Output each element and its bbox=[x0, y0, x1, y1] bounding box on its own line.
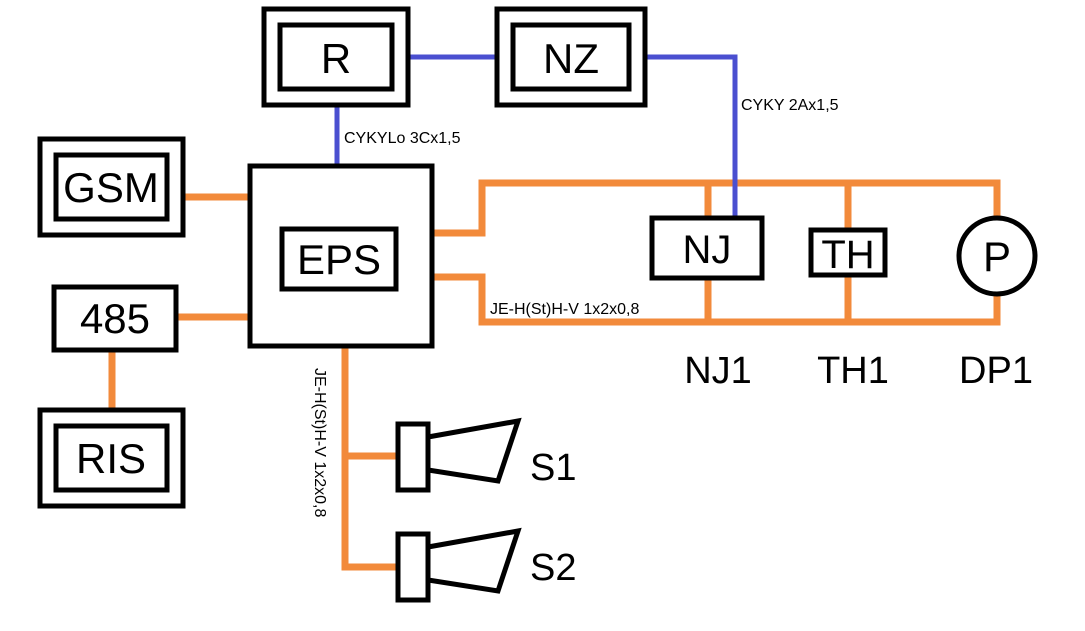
nz-box: NZ bbox=[494, 6, 648, 108]
r-label: R bbox=[321, 35, 351, 82]
siren-s2-icon bbox=[395, 527, 522, 603]
blue-wiring bbox=[334, 54, 738, 218]
cable-label-eps-r: CYKYLo 3Cx1,5 bbox=[344, 130, 461, 147]
gsm-box: GSM bbox=[37, 136, 186, 238]
eps-upper-loop-line bbox=[428, 179, 1001, 237]
nj-detector: NJ bbox=[649, 215, 765, 281]
device-label-dp1: DP1 bbox=[959, 350, 1033, 392]
nz-nj-line bbox=[645, 54, 738, 218]
ris-box: RIS bbox=[37, 407, 186, 509]
rs485-box: 485 bbox=[51, 284, 179, 353]
siren-line bbox=[341, 342, 402, 571]
ris-label: RIS bbox=[76, 435, 146, 482]
gsm-label: GSM bbox=[63, 164, 159, 211]
eps-panel: EPS bbox=[247, 163, 435, 349]
eps-lower-loop-line bbox=[428, 273, 1001, 326]
nz-label: NZ bbox=[543, 35, 599, 82]
p-label: P bbox=[983, 233, 1011, 280]
cable-label-detector-loop: JE-H(St)H-V 1x2x0,8 bbox=[490, 301, 639, 318]
rs485-label: 485 bbox=[80, 295, 150, 342]
device-label-s1: S1 bbox=[530, 447, 576, 489]
device-label-s2: S2 bbox=[530, 547, 576, 589]
siren-s1-icon bbox=[395, 417, 522, 493]
cable-label-siren-line: JE-H(St)H-V 1x2x0,8 bbox=[311, 368, 328, 517]
p-detector: P bbox=[956, 215, 1038, 297]
nj-label: NJ bbox=[683, 228, 732, 272]
r-box: R bbox=[261, 6, 411, 108]
th-detector: TH bbox=[808, 227, 888, 278]
cable-label-nz-nj: CYKY 2Ax1,5 bbox=[741, 97, 839, 114]
orange-wiring bbox=[108, 179, 1001, 571]
eps-label: EPS bbox=[297, 236, 381, 283]
device-label-nj1: NJ1 bbox=[684, 350, 752, 392]
th-label: TH bbox=[821, 233, 874, 277]
device-label-th1: TH1 bbox=[817, 350, 889, 392]
